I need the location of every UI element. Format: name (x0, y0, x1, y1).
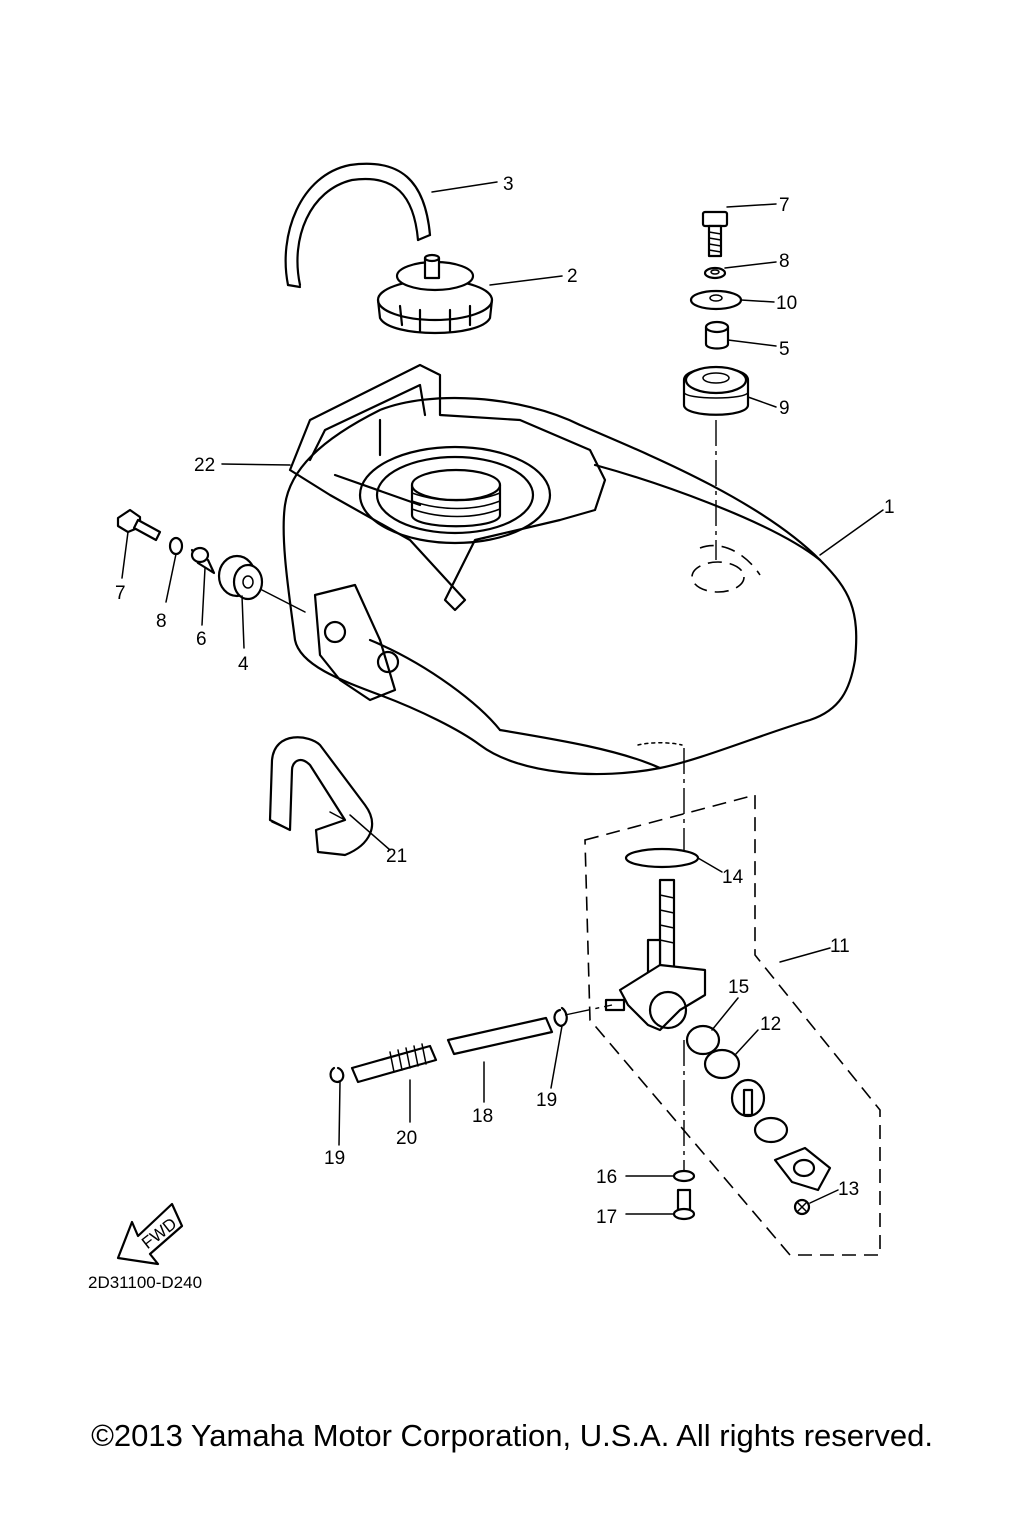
callout-9: 9 (779, 398, 790, 419)
tank-cap (376, 253, 494, 335)
callout-7-left: 7 (115, 583, 126, 604)
callout-7-top: 7 (779, 195, 790, 216)
protector-pad (268, 736, 374, 857)
top-mount-hardware (682, 210, 750, 560)
callout-16: 16 (596, 1167, 617, 1188)
side-mount-hardware (116, 508, 306, 613)
callout-5: 5 (779, 339, 790, 360)
callout-11: 11 (830, 936, 850, 957)
callout-17: 17 (596, 1207, 617, 1228)
callout-8-left: 8 (156, 611, 167, 632)
tank-bracket (288, 363, 607, 612)
callout-2: 2 (567, 266, 578, 287)
callout-13: 13 (838, 1179, 859, 1200)
callout-21: 21 (386, 846, 407, 867)
callout-6: 6 (196, 629, 207, 650)
breather-hose (284, 162, 432, 289)
callout-19-right: 19 (536, 1090, 557, 1111)
leader-lines (121, 181, 884, 1215)
callout-20: 20 (396, 1128, 417, 1149)
callout-22: 22 (194, 455, 215, 476)
callout-labels: 1 2 3 4 5 6 7 7 8 8 9 10 11 12 13 14 15 … (88, 174, 895, 1292)
callout-3: 3 (503, 174, 514, 195)
callout-19-left: 19 (324, 1148, 345, 1169)
fuel-hose-assembly (329, 1006, 568, 1084)
callout-10: 10 (776, 293, 797, 314)
fuel-tank (282, 396, 858, 776)
callout-15: 15 (728, 977, 749, 998)
drawing-code: 2D31100-D240 (88, 1273, 202, 1292)
callout-8-top: 8 (779, 251, 790, 272)
callout-14: 14 (722, 867, 744, 888)
fuel-cock-assembly-outline (564, 748, 881, 1256)
callout-12: 12 (760, 1014, 781, 1035)
copyright-notice: ©2013 Yamaha Motor Corporation, U.S.A. A… (91, 1418, 933, 1453)
callout-1: 1 (884, 497, 895, 518)
callout-4: 4 (238, 654, 249, 675)
forward-direction-arrow: FWD (116, 1202, 184, 1266)
callout-18: 18 (472, 1106, 493, 1127)
